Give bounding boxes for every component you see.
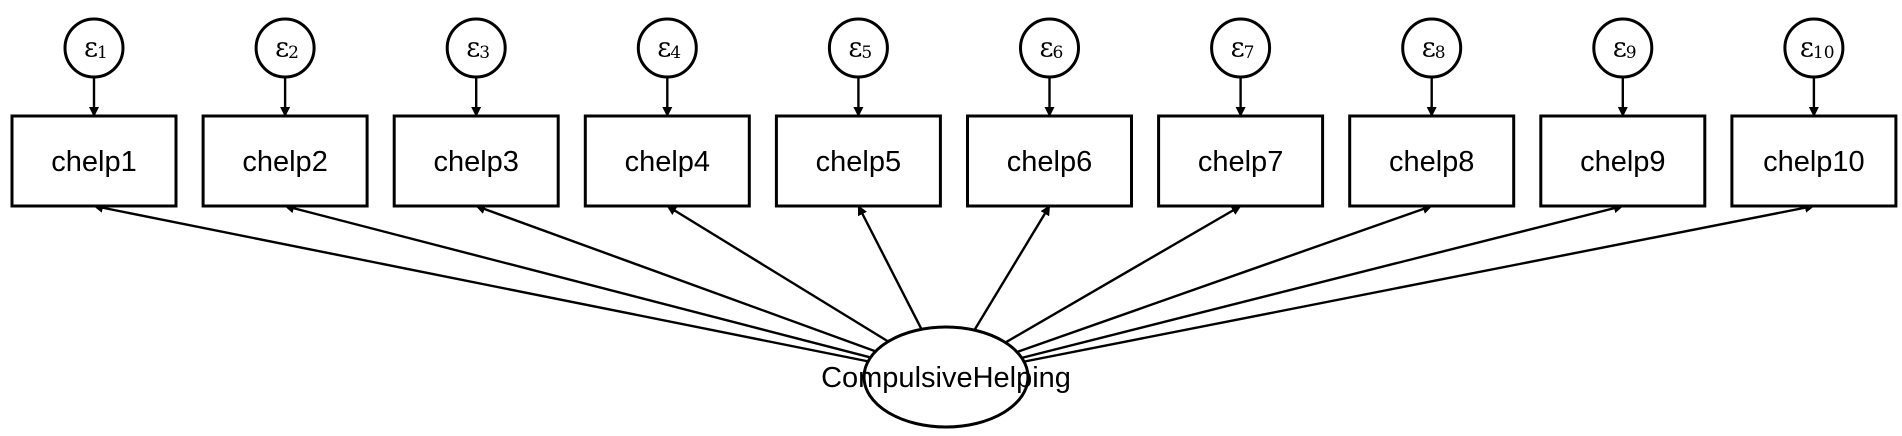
indicator-label: chelp3 [433, 146, 518, 178]
loading-path-4 [666, 204, 889, 343]
error-subscript: 6 [1053, 43, 1064, 63]
error-circle [1592, 17, 1654, 79]
indicator-box [10, 114, 178, 208]
error-subscript: 4 [670, 43, 681, 63]
indicator-box [966, 114, 1133, 208]
indicator-chelp8: chelp8 [1348, 114, 1516, 208]
indicator-box [392, 114, 560, 208]
indicator-box [583, 114, 751, 208]
error-subscript: 7 [1244, 43, 1255, 63]
indicator-chelp1: chelp1 [10, 114, 178, 208]
indicator-box [1539, 114, 1707, 208]
indicator-label: chelp4 [625, 146, 710, 178]
error-label: ε [848, 33, 862, 64]
error-label: ε [1422, 33, 1436, 64]
indicator-chelp3: chelp3 [392, 114, 560, 208]
error-label: ε [84, 33, 98, 64]
loading-path-5 [857, 205, 923, 330]
indicator-chelp4: chelp4 [583, 114, 751, 208]
error-subscript: 5 [861, 43, 872, 63]
indicator-label: chelp8 [1389, 146, 1474, 178]
error-subscript: 10 [1813, 43, 1835, 63]
loading-path-9 [1021, 203, 1624, 360]
indicator-chelp7: chelp7 [1157, 114, 1325, 208]
error-label: ε [1613, 33, 1627, 64]
indicator-label: chelp10 [1763, 146, 1865, 178]
loading-path-2 [284, 203, 871, 359]
error-circle [445, 17, 507, 79]
error-subscript: 2 [288, 43, 299, 63]
indicator-chelp2: chelp2 [201, 114, 369, 208]
error-circle [636, 17, 698, 79]
error-paths [89, 77, 1819, 117]
error-label: ε [466, 33, 480, 64]
latent-ellipse [862, 325, 1030, 429]
indicator-nodes: chelp1 chelp2 chelp3 chelp4 chelp5 chelp6 chel… [10, 114, 1898, 208]
error-circle [1783, 17, 1845, 79]
indicator-box [1348, 114, 1516, 208]
error-circle [1019, 17, 1080, 79]
indicator-box [774, 114, 942, 208]
error-subscript: 1 [97, 43, 108, 63]
indicator-label: chelp5 [816, 146, 901, 178]
error-label: ε [1231, 33, 1245, 64]
indicator-box [1730, 114, 1898, 208]
loading-path-6 [973, 205, 1051, 331]
error-subscript: 3 [479, 43, 490, 63]
error-circle [1210, 17, 1272, 79]
indicator-label: chelp2 [242, 146, 327, 178]
error-circle [1401, 17, 1463, 79]
error-label: ε [657, 33, 671, 64]
error-circle [63, 17, 125, 79]
error-label: ε [275, 33, 289, 64]
loading-path-7 [1004, 204, 1242, 344]
indicator-label: chelp9 [1580, 146, 1665, 178]
latent-label: CompulsiveHelping [821, 362, 1071, 394]
loading-path-1 [93, 202, 869, 363]
error-label: ε [1800, 33, 1814, 64]
error-circle [254, 17, 316, 79]
error-circle [827, 17, 889, 79]
indicator-chelp6: chelp6 [966, 114, 1133, 208]
error-subscript: 8 [1435, 43, 1446, 63]
indicator-chelp10: chelp10 [1730, 114, 1898, 208]
indicator-chelp5: chelp5 [774, 114, 942, 208]
loading-path-10 [1023, 202, 1815, 363]
latent-node: CompulsiveHelping [821, 325, 1071, 429]
indicator-box [1157, 114, 1325, 208]
indicator-chelp9: chelp9 [1539, 114, 1707, 208]
error-subscript: 9 [1626, 43, 1637, 63]
indicator-label: chelp1 [51, 146, 136, 178]
factor-loading-paths [93, 202, 1815, 363]
indicator-label: chelp7 [1198, 146, 1283, 178]
indicator-label: chelp6 [1007, 146, 1092, 178]
loading-path-3 [475, 204, 877, 353]
loading-path-8 [1016, 204, 1433, 354]
indicator-box [201, 114, 369, 208]
error-label: ε [1040, 33, 1054, 64]
